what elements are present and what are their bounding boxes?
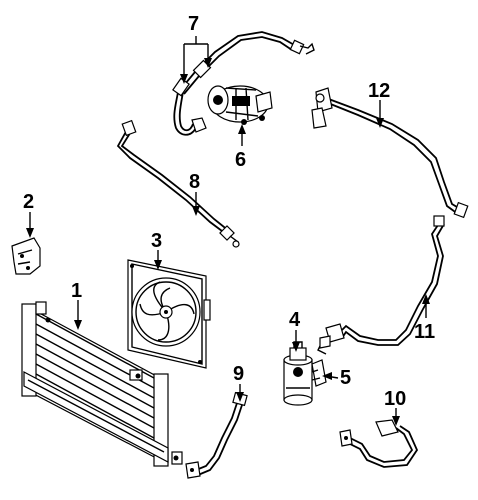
callout-10: 10 bbox=[384, 388, 406, 410]
callout-12: 12 bbox=[368, 80, 390, 102]
callout-9: 9 bbox=[233, 363, 244, 385]
callout-6: 6 bbox=[235, 149, 246, 171]
suction-hose bbox=[172, 31, 315, 136]
compressor bbox=[207, 85, 273, 125]
callout-4: 4 bbox=[289, 309, 301, 331]
callout-labels: 7 6 8 12 2 3 1 11 4 5 9 10 bbox=[23, 13, 435, 410]
callout-11: 11 bbox=[414, 321, 435, 343]
liquid-hose bbox=[339, 419, 419, 468]
callout-1: 1 bbox=[71, 280, 82, 302]
callout-3: 3 bbox=[151, 230, 162, 252]
high-pressure-line bbox=[311, 87, 469, 219]
receiver-drier bbox=[283, 341, 313, 406]
discharge-line bbox=[116, 119, 240, 248]
callout-7: 7 bbox=[188, 13, 199, 35]
cooling-fan-assembly bbox=[127, 259, 211, 369]
condenser bbox=[21, 301, 183, 467]
callout-2: 2 bbox=[23, 191, 34, 213]
liquid-line bbox=[185, 391, 248, 479]
callout-8: 8 bbox=[189, 171, 200, 193]
leader-lines bbox=[26, 36, 430, 426]
bracket bbox=[11, 237, 41, 275]
drier-bracket bbox=[311, 335, 331, 387]
callout-5: 5 bbox=[340, 367, 351, 389]
